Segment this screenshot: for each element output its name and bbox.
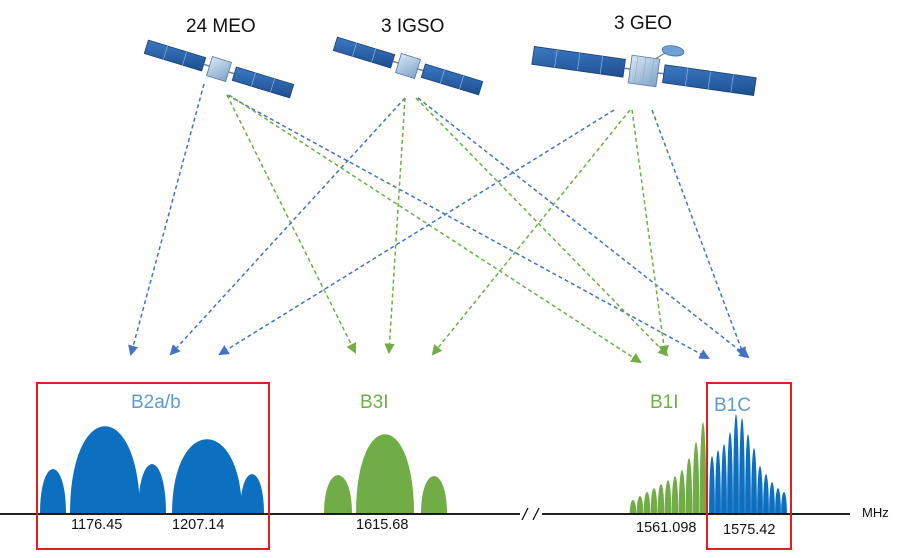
freq-label-b2b: 1207.14 — [172, 517, 225, 533]
green-signal-arrow — [384, 97, 406, 355]
green-signal-arrow — [431, 109, 631, 356]
b1i-spectral-line — [678, 470, 686, 514]
b1c-band-label: B1C — [714, 395, 751, 416]
b3-side-lobe — [421, 476, 447, 514]
meo-satellite-label: 24 MEO — [186, 16, 256, 37]
b1c-spectral-line — [721, 444, 727, 514]
freq-label-b1i: 1561.098 — [636, 520, 697, 536]
b2-band-label: B2a/b — [131, 392, 181, 413]
b1c-highlight-box — [706, 382, 792, 550]
b1i-band-label: B1I — [650, 392, 679, 413]
b1c-spectral-line — [757, 466, 763, 514]
freq-label-b1c: 1575.42 — [723, 522, 776, 538]
geo-satellite-icon — [531, 45, 757, 96]
blue-signal-arrow — [218, 109, 615, 356]
b1c-spectral-line — [739, 418, 745, 514]
b1i-spectral-line — [629, 500, 637, 514]
igso-satellite-label: 3 IGSO — [381, 16, 445, 37]
b1i-spectral-line — [692, 442, 700, 514]
green-signal-arrow — [415, 97, 669, 357]
igso-satellite-icon — [332, 36, 484, 96]
b1i-spectral-line — [643, 492, 651, 514]
blue-signal-arrow — [169, 97, 406, 356]
b1c-spectral-line — [781, 492, 787, 514]
b1i-spectral-line — [671, 476, 679, 514]
b1c-spectral-line — [733, 414, 739, 514]
freq-label-b2a: 1176.45 — [71, 517, 123, 533]
meo-satellite-icon — [143, 39, 295, 99]
b1c-spectral-line — [715, 450, 721, 514]
blue-signal-arrow — [128, 83, 205, 357]
geo-satellite-label: 3 GEO — [614, 13, 673, 34]
b1c-spectral-line — [763, 474, 769, 514]
b1c-spectral-line — [769, 482, 775, 514]
b1i-spectral-line — [636, 496, 644, 514]
b2-side-lobe — [138, 464, 166, 514]
b3-main-lobe — [356, 434, 414, 514]
b1c-spectral-line — [751, 448, 757, 514]
blue-signal-arrow — [651, 109, 746, 358]
signal-links — [128, 83, 750, 364]
axis-break-gap — [520, 508, 542, 520]
b2b-main-lobe — [172, 439, 242, 514]
axis-break-mark — [532, 507, 540, 521]
b1c-spectral-line — [727, 432, 733, 514]
signal-spectra — [40, 414, 787, 514]
b3-side-lobe — [324, 475, 352, 514]
frequency-unit-label: MHz — [862, 505, 889, 520]
b1i-spectral-line — [685, 458, 693, 514]
freq-label-b3: 1615.68 — [356, 517, 409, 533]
b1i-spectral-line — [699, 422, 707, 514]
green-signal-arrow — [631, 109, 670, 357]
b1c-spectral-line — [745, 434, 751, 514]
b1c-spectral-line — [709, 456, 715, 514]
blue-signal-arrow — [417, 97, 750, 359]
b2a-main-lobe — [70, 426, 140, 514]
b1i-spectral-line — [657, 484, 665, 514]
b2-side-lobe — [240, 474, 264, 514]
b2-side-lobe — [40, 469, 66, 514]
b1c-spectral-line — [775, 488, 781, 514]
b2-highlight-box — [36, 382, 270, 550]
b1i-spectral-line — [650, 488, 658, 514]
axis-break-mark — [521, 507, 529, 521]
b3-band-label: B3I — [360, 392, 389, 413]
green-signal-arrow — [228, 94, 642, 364]
b1i-spectral-line — [664, 480, 672, 514]
